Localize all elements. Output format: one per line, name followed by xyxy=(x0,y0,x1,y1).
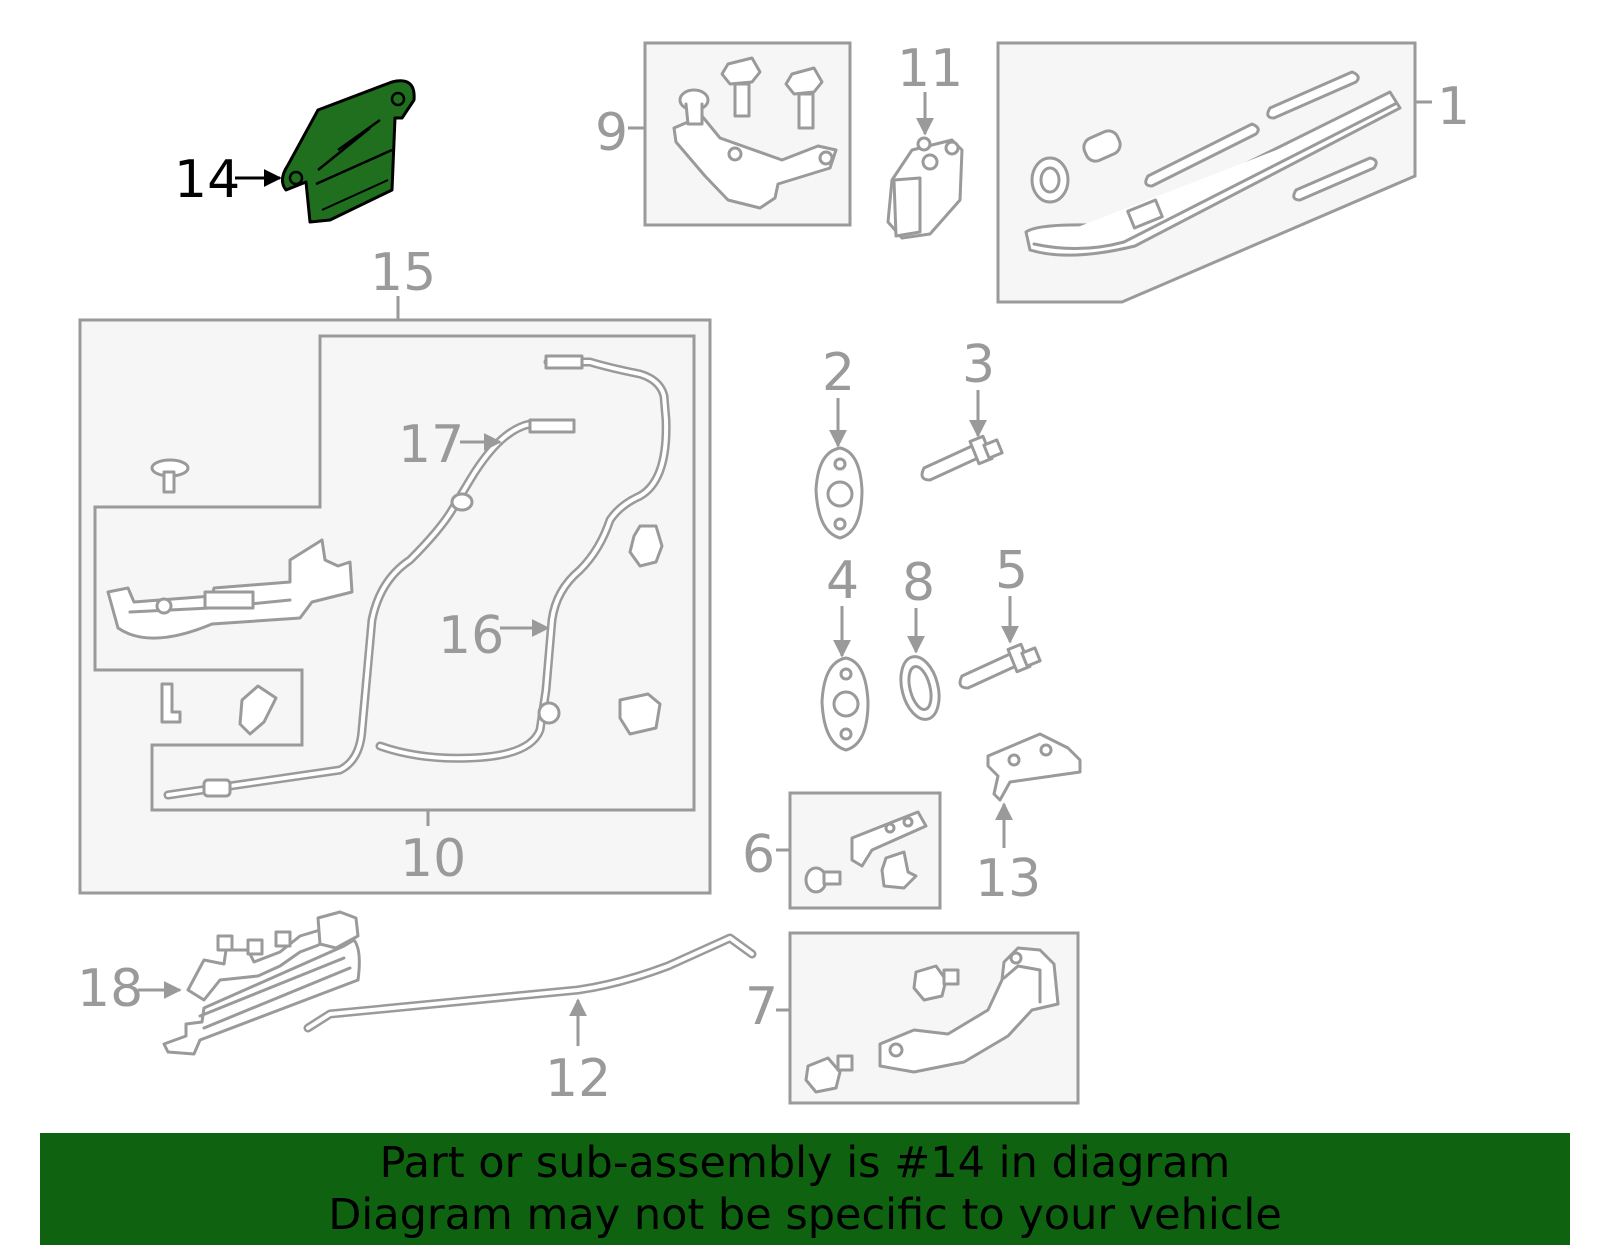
part-1-box xyxy=(996,41,1417,304)
parts-diagram: 14 9 11 1 15 xyxy=(77,39,1470,1109)
part-13 xyxy=(986,732,1082,802)
callout-6: 6 xyxy=(742,825,775,885)
part-15-details xyxy=(106,354,671,800)
callout-7: 7 xyxy=(745,977,778,1037)
callout-18: 18 xyxy=(77,959,143,1019)
callout-1: 1 xyxy=(1437,77,1470,137)
callout-11: 11 xyxy=(897,39,963,99)
part-18 xyxy=(162,910,361,1056)
callout-5: 5 xyxy=(995,541,1028,601)
part-7-box xyxy=(788,931,1080,1105)
callout-8: 8 xyxy=(902,553,935,613)
callout-14: 14 xyxy=(174,150,240,210)
banner-line-2: Diagram may not be specific to your vehi… xyxy=(328,1190,1282,1240)
part-6-box xyxy=(788,791,942,910)
banner-line-1: Part or sub-assembly is #14 in diagram xyxy=(379,1138,1231,1188)
callout-16: 16 xyxy=(438,606,504,666)
part-4 xyxy=(820,656,870,752)
part-2 xyxy=(814,446,864,540)
part-3 xyxy=(920,434,1004,482)
callout-2: 2 xyxy=(822,343,855,403)
callout-3: 3 xyxy=(962,335,995,395)
part-9-box xyxy=(643,41,852,227)
part-12 xyxy=(303,933,757,1033)
callout-13: 13 xyxy=(975,849,1041,909)
callout-10: 10 xyxy=(400,829,466,889)
part-11 xyxy=(886,136,964,240)
callout-4: 4 xyxy=(826,551,859,611)
info-banner: Part or sub-assembly is #14 in diagram D… xyxy=(40,1133,1570,1245)
part-5 xyxy=(958,642,1042,690)
callout-12: 12 xyxy=(545,1049,611,1109)
callout-15: 15 xyxy=(370,243,436,303)
callout-17: 17 xyxy=(398,415,464,475)
callout-9: 9 xyxy=(595,103,628,163)
part-8 xyxy=(899,655,941,721)
part-14-highlighted[interactable] xyxy=(281,79,416,224)
